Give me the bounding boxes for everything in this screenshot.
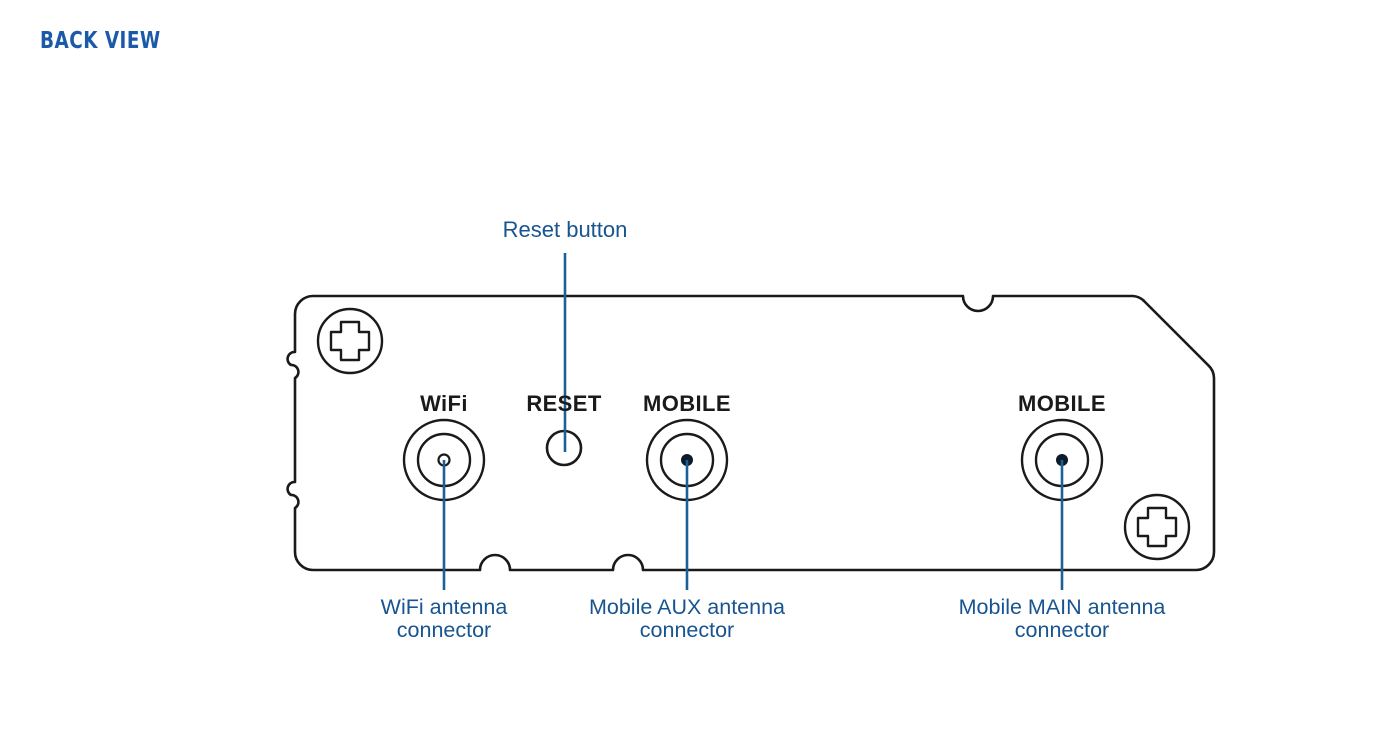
callout-line: connector (639, 617, 735, 642)
callout-line: Reset button (502, 217, 628, 242)
callout-mobile-main-antenna-connector: Mobile MAIN antenna connector (959, 596, 1166, 641)
callout-line: connector (396, 617, 492, 642)
page-title: BACK VIEW (40, 28, 161, 54)
screw-top-left (316, 307, 384, 375)
callout-mobile-aux-antenna-connector: Mobile AUX antenna connector (589, 596, 785, 641)
callout-line: Mobile MAIN antenna (958, 595, 1166, 619)
callout-line: connector (1014, 617, 1110, 642)
silkscreen-label-mobile-main: MOBILE (1018, 391, 1106, 416)
screw-bottom-right (1123, 493, 1191, 561)
silkscreen-label-reset: RESET (526, 391, 602, 416)
callout-line: Mobile AUX antenna (588, 595, 786, 619)
silkscreen-label-mobile-aux: MOBILE (643, 391, 731, 416)
callout-line: WiFi antenna (380, 595, 508, 619)
callout-reset-button: Reset button (502, 217, 628, 242)
callout-leader-lines (442, 253, 1064, 590)
device-enclosure-outline (286, 294, 1216, 572)
silkscreen-label-wifi: WiFi (420, 391, 468, 416)
callout-wifi-antenna-connector: WiFi antenna connector (381, 596, 508, 641)
